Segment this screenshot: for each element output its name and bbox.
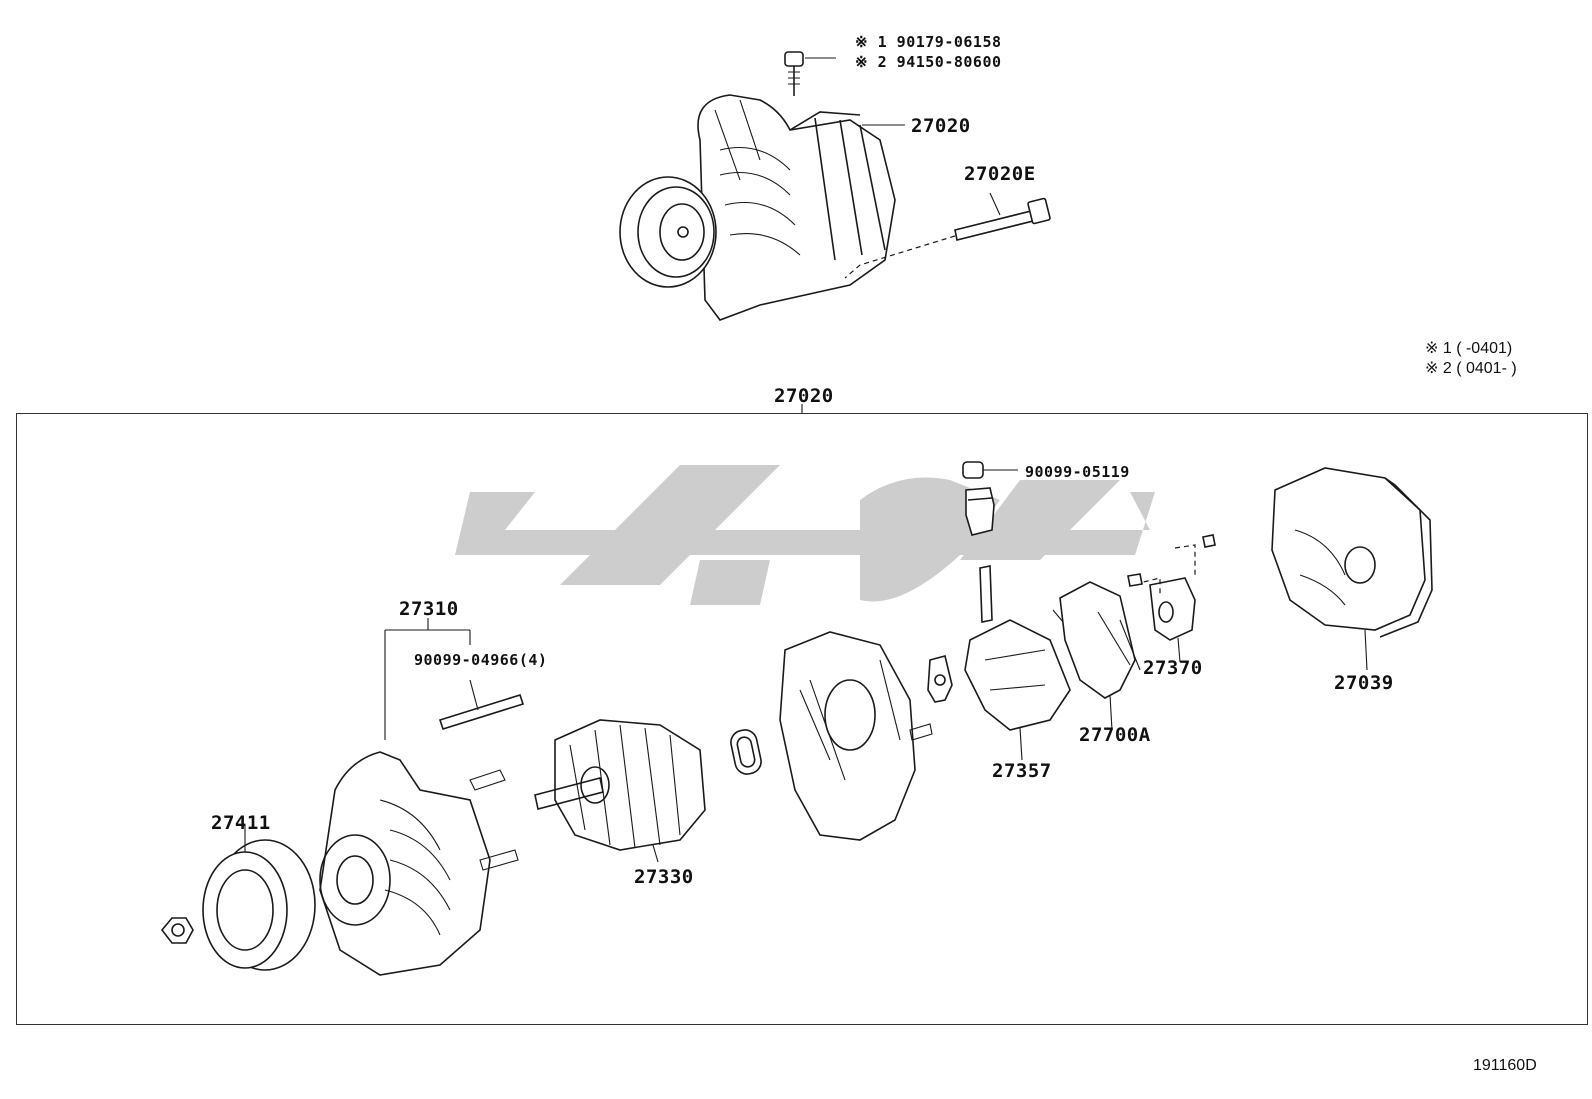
bearing-ring-drawing — [730, 729, 762, 775]
drive-end-frame-drawing — [319, 618, 525, 976]
terminal-cap-drawing — [962, 461, 1018, 536]
callout-stud: 90099-04966(4) — [414, 651, 548, 669]
callout-bolt: 27020E — [964, 163, 1036, 185]
callout-drive-end-frame: 27310 — [399, 598, 459, 620]
watermark-logo — [455, 465, 1155, 605]
callout-regulator: 27700A — [1079, 724, 1151, 746]
exploded-view-frame — [16, 413, 1588, 1025]
rear-cover-drawing — [1271, 467, 1433, 671]
legend-line-2: ※ 2 ( 0401- ) — [1425, 360, 1517, 377]
brush-holder-drawing — [964, 565, 1071, 761]
alternator-assembly-drawing — [619, 51, 1051, 321]
callout-brush-holder: 27357 — [992, 760, 1052, 782]
callout-nut-cap: 90099-05119 — [1025, 463, 1130, 481]
regulator-drawing — [1052, 573, 1161, 731]
insulator-plate-drawing — [927, 655, 953, 703]
callout-frame-assembly: 27020 — [774, 385, 834, 407]
callout-rear-cover: 27039 — [1334, 672, 1394, 694]
callout-terminal-insulator: 27370 — [1143, 657, 1203, 679]
terminal-insulator-drawing — [1149, 534, 1216, 663]
callout-assembly: 27020 — [911, 115, 971, 137]
nut-drawing — [160, 917, 194, 944]
callout-note-2: ※ 2 94150-80600 — [855, 53, 1002, 71]
figure-code: 191160D — [1473, 1057, 1537, 1074]
callout-rotor: 27330 — [634, 866, 694, 888]
pulley-drawing — [202, 825, 316, 971]
rotor-drawing — [534, 719, 706, 863]
callout-pulley: 27411 — [211, 812, 271, 834]
legend-line-1: ※ 1 ( -0401) — [1425, 340, 1513, 357]
callout-note-1: ※ 1 90179-06158 — [855, 33, 1002, 51]
rectifier-end-frame-drawing — [779, 631, 933, 841]
